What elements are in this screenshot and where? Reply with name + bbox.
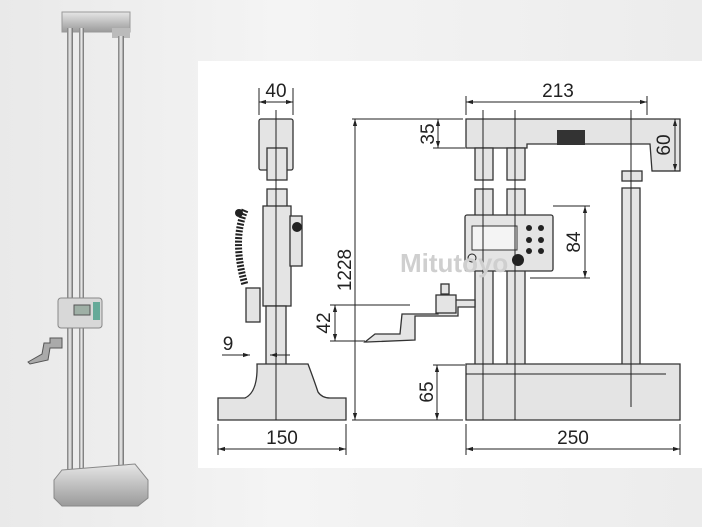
dim-top-beam-height: 35 [418,123,439,144]
dim-scriber-height: 42 [314,312,335,333]
photo-rod [79,28,84,480]
lcd-screen [471,225,518,251]
dim-side-base-width: 150 [266,428,298,449]
dim-overall-height: 1228 [335,249,356,291]
logo-badge [557,130,585,145]
photo-top-corner [112,28,130,38]
photo-top-beam [61,11,131,33]
watermark: Mitutoyo [400,248,508,278]
photo-base [53,463,149,507]
dim-front-top-width: 213 [542,81,574,102]
dim-display-height: 84 [564,231,585,253]
side-view [217,110,347,421]
product-photo [27,11,149,507]
dim-base-height: 65 [417,381,438,402]
dim-side-top-width: 40 [265,81,286,102]
dim-front-base-width: 250 [557,428,589,449]
photo-rod [118,36,124,480]
dim-side-offset: 9 [223,334,234,355]
photo-lcd [73,304,91,316]
photo-buttons [93,302,100,320]
dimension-lines [217,88,681,455]
photo-rod [67,28,73,480]
photo-scriber [27,337,63,365]
front-view [363,110,681,421]
dim-top-right-height: 60 [654,134,675,155]
